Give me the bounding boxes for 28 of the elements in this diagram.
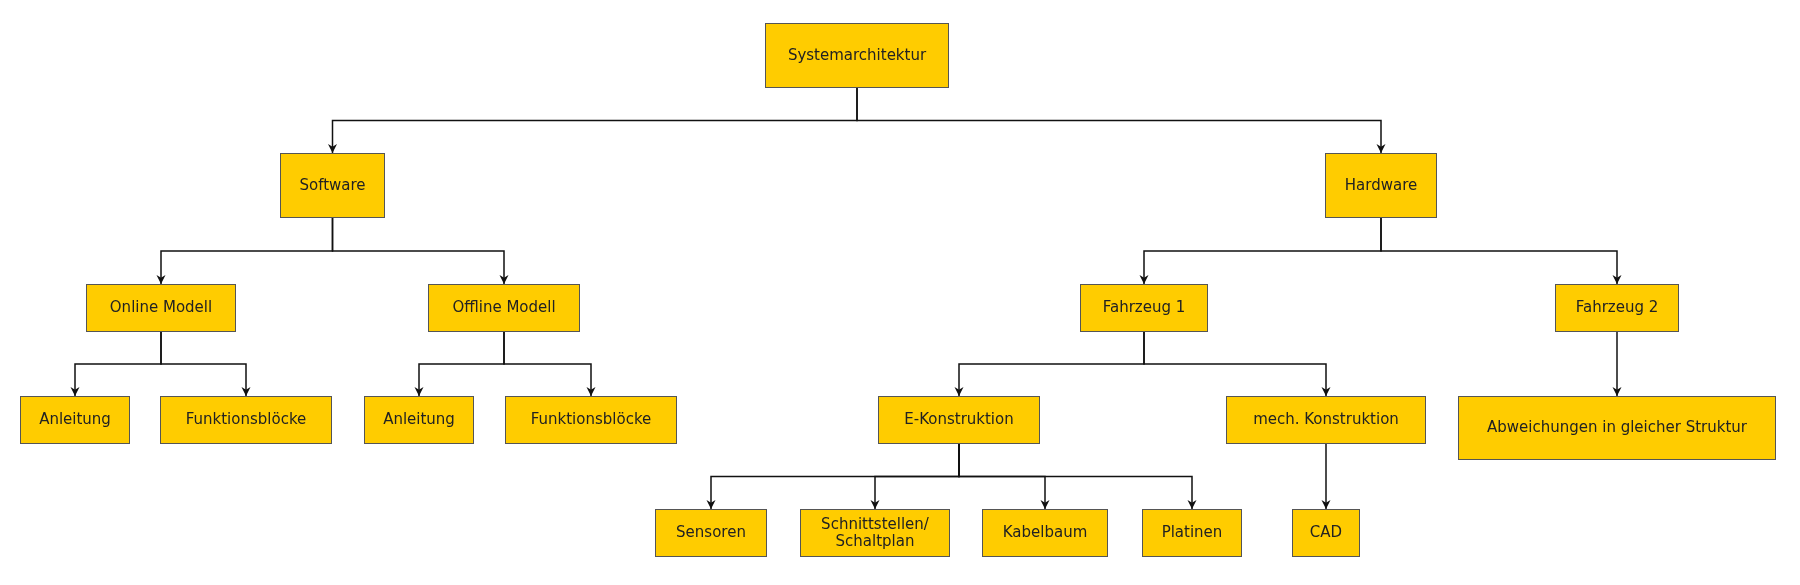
- connector-arrow: [1321, 443, 1331, 510]
- node-label: Schnittstellen/ Schaltplan: [800, 509, 950, 557]
- connector-arrow: [503, 331, 596, 397]
- node-label: Kabelbaum: [982, 509, 1108, 557]
- connector-arrow: [331, 217, 509, 285]
- node-label: Sensoren: [655, 509, 767, 557]
- node-label: CAD: [1292, 509, 1360, 557]
- connector-arrow: [1143, 331, 1331, 397]
- node-label: Abweichungen in gleicher Struktur: [1458, 396, 1776, 460]
- node-label: Anleitung: [364, 396, 474, 444]
- node-label: Online Modell: [86, 284, 236, 332]
- connector-arrow: [1380, 217, 1622, 285]
- node-label: Funktionsblöcke: [160, 396, 332, 444]
- node-label: Fahrzeug 2: [1555, 284, 1679, 332]
- node-label: Fahrzeug 1: [1080, 284, 1208, 332]
- node-label: mech. Konstruktion: [1226, 396, 1426, 444]
- connector-arrow: [160, 331, 251, 397]
- node-label: Offline Modell: [428, 284, 580, 332]
- node-label: Platinen: [1142, 509, 1242, 557]
- node-label: Systemarchitektur: [765, 23, 949, 88]
- node-label: Anleitung: [20, 396, 130, 444]
- node-label: Hardware: [1325, 153, 1437, 218]
- connector-arrow: [1612, 331, 1622, 397]
- connector-arrow: [856, 87, 1386, 154]
- connector-arrow: [958, 443, 1197, 510]
- node-label: E-Konstruktion: [878, 396, 1040, 444]
- node-label: Funktionsblöcke: [505, 396, 677, 444]
- node-label: Software: [280, 153, 385, 218]
